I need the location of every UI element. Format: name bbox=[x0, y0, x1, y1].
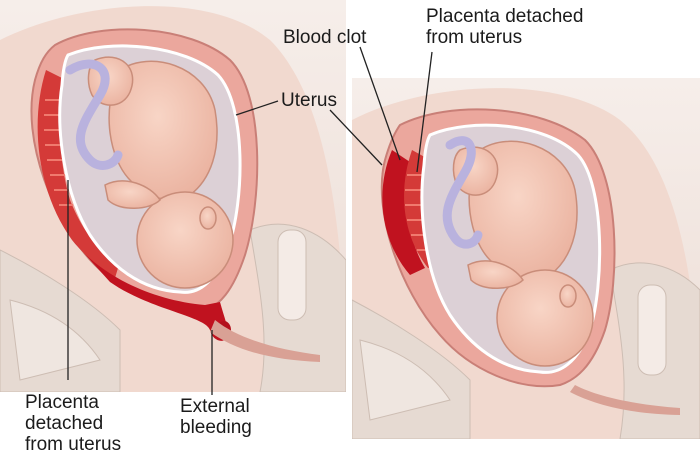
left-panel bbox=[0, 0, 346, 392]
label-uterus: Uterus bbox=[281, 90, 337, 111]
right-panel bbox=[352, 78, 700, 439]
label-external-bleeding: External bleeding bbox=[180, 396, 252, 438]
label-placenta-detached-bottom: Placenta detached from uterus bbox=[25, 392, 121, 455]
label-placenta-detached-top: Placenta detached from uterus bbox=[426, 6, 583, 48]
label-blood-clot: Blood clot bbox=[283, 27, 366, 48]
